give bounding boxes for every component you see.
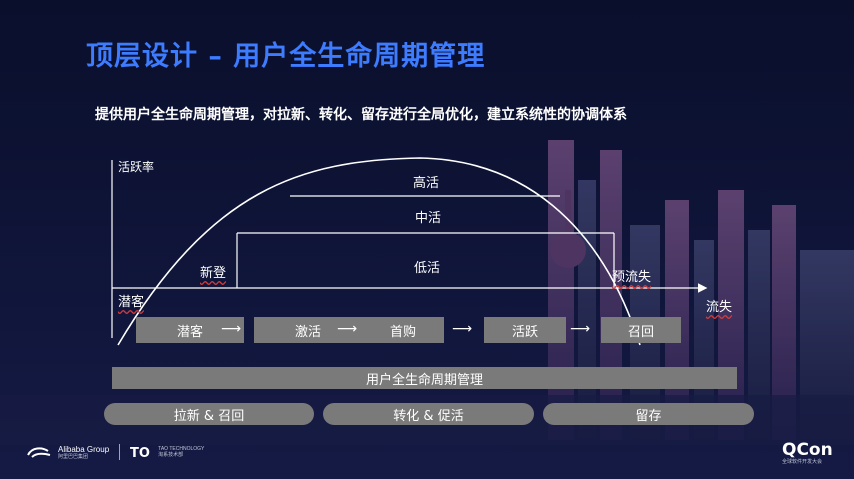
lifecycle-curve [117, 157, 641, 346]
alibaba-cn: 阿里巴巴集团 [58, 453, 89, 460]
potential-user-label: 潜客 [118, 295, 145, 310]
tao-technology-name: TAO TECHNOLOGY [158, 446, 205, 452]
zone-low-label: 低活 [414, 261, 441, 276]
tao-technology-logo-icon: TO [130, 446, 150, 459]
svg-text:TO: TO [130, 446, 150, 459]
pill-acquire-recall: 拉新 & 召回 [104, 403, 314, 425]
footer-left-logos: Alibaba Group 阿里巴巴集团 TO TAO TECHNOLOGY 淘… [26, 444, 204, 460]
stage-recall: 召回 [601, 317, 681, 343]
qcon-subtitle: 全球软件开发大会 [782, 459, 823, 465]
qcon-logo: QCon 全球软件开发大会 [782, 440, 833, 465]
slide-title: 顶层设计 – 用户全生命周期管理 [86, 41, 486, 72]
pill-convert-activate: 转化 & 促活 [323, 403, 534, 425]
alibaba-name: Alibaba Group [58, 444, 110, 454]
qcon-name: QCon [782, 440, 833, 460]
pre-churn-label: 预流失 [612, 270, 652, 285]
stage-active: 活跃 [484, 317, 566, 343]
stage-activation: 激活 [254, 317, 362, 343]
zone-high-label: 高活 [413, 176, 440, 191]
stage-arrow: ⟶ [221, 321, 242, 337]
stage-potential: 潜客 [136, 317, 244, 343]
churn-label: 流失 [706, 300, 733, 315]
stage-arrow: ⟶ [570, 321, 591, 337]
new-user-label: 新登 [200, 266, 227, 281]
stage-arrow: ⟶ [452, 321, 473, 337]
slide-subtitle: 提供用户全生命周期管理，对拉新、转化、留存进行全局优化，建立系统性的协调体系 [95, 107, 627, 123]
stage-arrow: ⟶ [337, 321, 358, 337]
stage-first-purchase: 首购 [362, 317, 444, 343]
alibaba-logo-icon [27, 447, 51, 458]
pill-retention: 留存 [543, 403, 754, 425]
lifecycle-management-bar: 用户全生命周期管理 [112, 367, 737, 389]
y-axis-label: 活跃率 [118, 160, 155, 174]
zone-mid-label: 中活 [415, 211, 442, 226]
tao-technology-cn: 淘系技术部 [158, 452, 184, 458]
